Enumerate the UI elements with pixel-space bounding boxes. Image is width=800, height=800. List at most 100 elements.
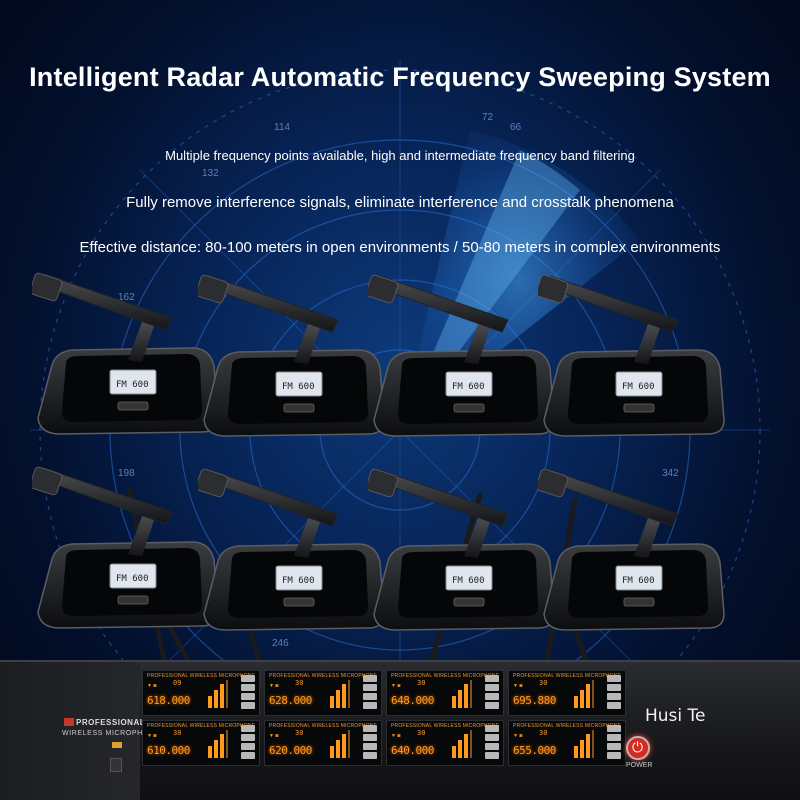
channel-button[interactable] [485, 734, 499, 741]
channel-button[interactable] [607, 734, 621, 741]
channel-button[interactable] [607, 675, 621, 682]
channel-number: 09 [173, 679, 182, 687]
mic-display-text: FM 600 [622, 576, 655, 586]
antenna-icon: ▼ ◙ [513, 683, 523, 689]
channel-button[interactable] [241, 743, 255, 750]
channel-button[interactable] [363, 752, 377, 759]
antenna-icon: ▼ ◙ [147, 683, 157, 689]
channel-label: PROFESSIONAL WIRELESS MICROPHONE [269, 723, 378, 729]
channel-frequency: 695.880 [513, 694, 556, 707]
antenna-icon: ▼ ◙ [147, 733, 157, 739]
channel-button[interactable] [607, 752, 621, 759]
channel-button[interactable] [363, 693, 377, 700]
channel-label: PROFESSIONAL WIRELESS MICROPHONE [391, 673, 500, 679]
channel-number: 30 [295, 679, 304, 687]
antenna-icon: ▼ ◙ [269, 683, 279, 689]
channel-button[interactable] [241, 675, 255, 682]
signal-meter-icon [330, 730, 350, 758]
channel-buttons [363, 675, 379, 711]
channel-label: PROFESSIONAL WIRELESS MICROPHONE [147, 673, 256, 679]
channel-button[interactable] [363, 725, 377, 732]
mic-display-text: FM 600 [452, 576, 485, 586]
channel-button[interactable] [607, 743, 621, 750]
page-title: Intelligent Radar Automatic Frequency Sw… [29, 62, 771, 92]
channel-buttons [485, 725, 501, 761]
channel-button[interactable] [363, 743, 377, 750]
antenna-icon: ▼ ◙ [391, 683, 401, 689]
channel-button[interactable] [607, 684, 621, 691]
power-label: POWER [626, 762, 653, 769]
radar-label: 66 [510, 122, 522, 133]
receiver-faceplate [0, 662, 140, 800]
gooseneck-microphone: FM 600 [198, 272, 398, 452]
radar-label: 246 [272, 638, 289, 649]
channel-button[interactable] [607, 702, 621, 709]
channel-frequency: 610.000 [147, 744, 190, 757]
channel-button[interactable] [363, 684, 377, 691]
brand-name: Husi Te [645, 706, 706, 726]
gooseneck-microphone: FM 600 [538, 272, 738, 452]
power-button[interactable] [626, 736, 650, 760]
status-indicator [112, 742, 122, 748]
receiver-channel-display: PROFESSIONAL WIRELESS MICROPHONE ▼ ◙ 30 … [508, 670, 626, 716]
feature-line: Effective distance: 80-100 meters in ope… [79, 239, 721, 256]
channel-button[interactable] [241, 702, 255, 709]
channel-button[interactable] [241, 734, 255, 741]
channel-button[interactable] [485, 684, 499, 691]
channel-frequency: 618.000 [147, 694, 190, 707]
mic-display-text: FM 600 [622, 382, 655, 392]
ir-button[interactable] [110, 758, 122, 772]
channel-button[interactable] [485, 743, 499, 750]
channel-buttons [363, 725, 379, 761]
receiver-channel-display: PROFESSIONAL WIRELESS MICROPHONE ▼ ◙ 30 … [386, 720, 504, 766]
signal-meter-icon [208, 680, 228, 708]
channel-frequency: 640.000 [391, 744, 434, 757]
channel-button[interactable] [485, 693, 499, 700]
channel-number: 30 [173, 729, 182, 737]
channel-button[interactable] [363, 734, 377, 741]
channel-button[interactable] [363, 702, 377, 709]
channel-buttons [485, 675, 501, 711]
receiver-channel-display: PROFESSIONAL WIRELESS MICROPHONE ▼ ◙ 30 … [508, 720, 626, 766]
signal-meter-icon [208, 730, 228, 758]
signal-meter-icon [330, 680, 350, 708]
channel-buttons [607, 675, 623, 711]
channel-button[interactable] [485, 752, 499, 759]
channel-label: PROFESSIONAL WIRELESS MICROPHONE [513, 673, 622, 679]
receiver-label: PROFESSIONAL [76, 718, 146, 727]
signal-meter-icon [452, 730, 472, 758]
mic-display-text: FM 600 [116, 574, 149, 584]
channel-button[interactable] [241, 752, 255, 759]
channel-button[interactable] [363, 675, 377, 682]
channel-number: 30 [417, 729, 426, 737]
radar-label: 72 [482, 112, 494, 123]
channel-buttons [241, 675, 257, 711]
channel-label: PROFESSIONAL WIRELESS MICROPHONE [147, 723, 256, 729]
radar-label: 198 [118, 468, 135, 479]
channel-button[interactable] [485, 725, 499, 732]
gooseneck-microphone: FM 600 [538, 466, 738, 646]
gooseneck-microphone: FM 600 [32, 270, 232, 450]
antenna-icon: ▼ ◙ [513, 733, 523, 739]
radar-label: 114 [274, 122, 290, 133]
channel-button[interactable] [485, 702, 499, 709]
channel-button[interactable] [607, 725, 621, 732]
signal-meter-icon [452, 680, 472, 708]
mic-display-text: FM 600 [282, 382, 315, 392]
antenna-icon: ▼ ◙ [391, 733, 401, 739]
feature-line: Multiple frequency points available, hig… [165, 148, 635, 163]
radar-label: 342 [662, 468, 679, 479]
channel-buttons [241, 725, 257, 761]
channel-button[interactable] [241, 693, 255, 700]
channel-button[interactable] [607, 693, 621, 700]
signal-meter-icon [574, 680, 594, 708]
mic-display-text: FM 600 [116, 380, 149, 390]
channel-button[interactable] [241, 725, 255, 732]
brand-logo-icon [64, 718, 74, 726]
feature-line: Fully remove interference signals, elimi… [126, 194, 674, 211]
channel-button[interactable] [485, 675, 499, 682]
channel-label: PROFESSIONAL WIRELESS MICROPHONE [269, 673, 378, 679]
channel-button[interactable] [241, 684, 255, 691]
channel-number: 30 [539, 729, 548, 737]
